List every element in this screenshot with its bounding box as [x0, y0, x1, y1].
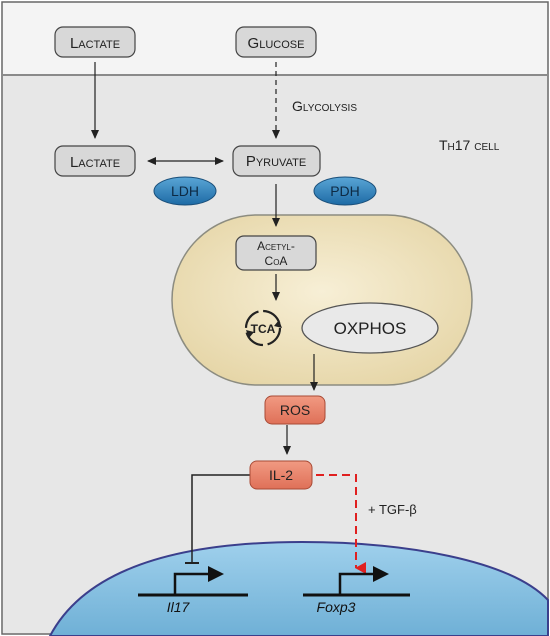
tca-cycle: TCA	[244, 309, 282, 347]
lactate-outside-node: Lactate	[54, 26, 136, 58]
pdh-label: PDH	[330, 183, 360, 199]
il2-label: IL-2	[269, 467, 293, 483]
acetyl-coa-label-line1: Acetyl-	[257, 239, 295, 253]
foxp3-gene-label: Foxp3	[317, 599, 356, 615]
pyruvate-label: Pyruvate	[246, 153, 306, 170]
foxp3-promoter-arrowhead	[373, 566, 389, 582]
lactate-outside-label: Lactate	[70, 35, 120, 52]
glucose-label: Glucose	[248, 35, 305, 52]
ldh-enzyme: LDH	[153, 176, 217, 206]
glucose-node: Glucose	[235, 26, 317, 58]
tgf-beta-label: + TGF-β	[368, 502, 417, 517]
ros-label: ROS	[280, 402, 310, 418]
ldh-label: LDH	[171, 183, 199, 199]
il17-gene-label: Il17	[167, 599, 191, 615]
il2-activation-arrow	[316, 474, 366, 574]
tca-cycle-arrowhead	[274, 320, 282, 328]
oxphos-node: OXPHOS	[301, 302, 439, 354]
tca-label: TCA	[251, 322, 276, 336]
acetyl-coa-node: Acetyl- CoA	[235, 235, 317, 271]
glycolysis-label: Glycolysis	[292, 98, 357, 114]
lactate-inside-label: Lactate	[70, 154, 120, 171]
acetyl-coa-label-line2: CoA	[265, 254, 288, 268]
il2-inhibition-line	[191, 474, 250, 563]
ros-node: ROS	[264, 395, 326, 425]
foxp3-promoter-arrow	[338, 572, 377, 594]
pdh-enzyme: PDH	[313, 176, 377, 206]
oxphos-label: OXPHOS	[334, 319, 407, 338]
pyruvate-node: Pyruvate	[232, 145, 321, 177]
cell-type-label: Th17 cell	[439, 137, 500, 153]
nucleus	[48, 540, 549, 636]
il17-promoter-arrowhead	[208, 566, 224, 582]
tca-cycle-icon	[244, 309, 282, 347]
mitochondrion	[171, 214, 473, 386]
tca-cycle-arrowhead	[246, 330, 254, 338]
il2-node: IL-2	[249, 460, 313, 490]
il17-promoter-arrow	[173, 572, 212, 594]
lactate-inside-node: Lactate	[54, 145, 136, 177]
